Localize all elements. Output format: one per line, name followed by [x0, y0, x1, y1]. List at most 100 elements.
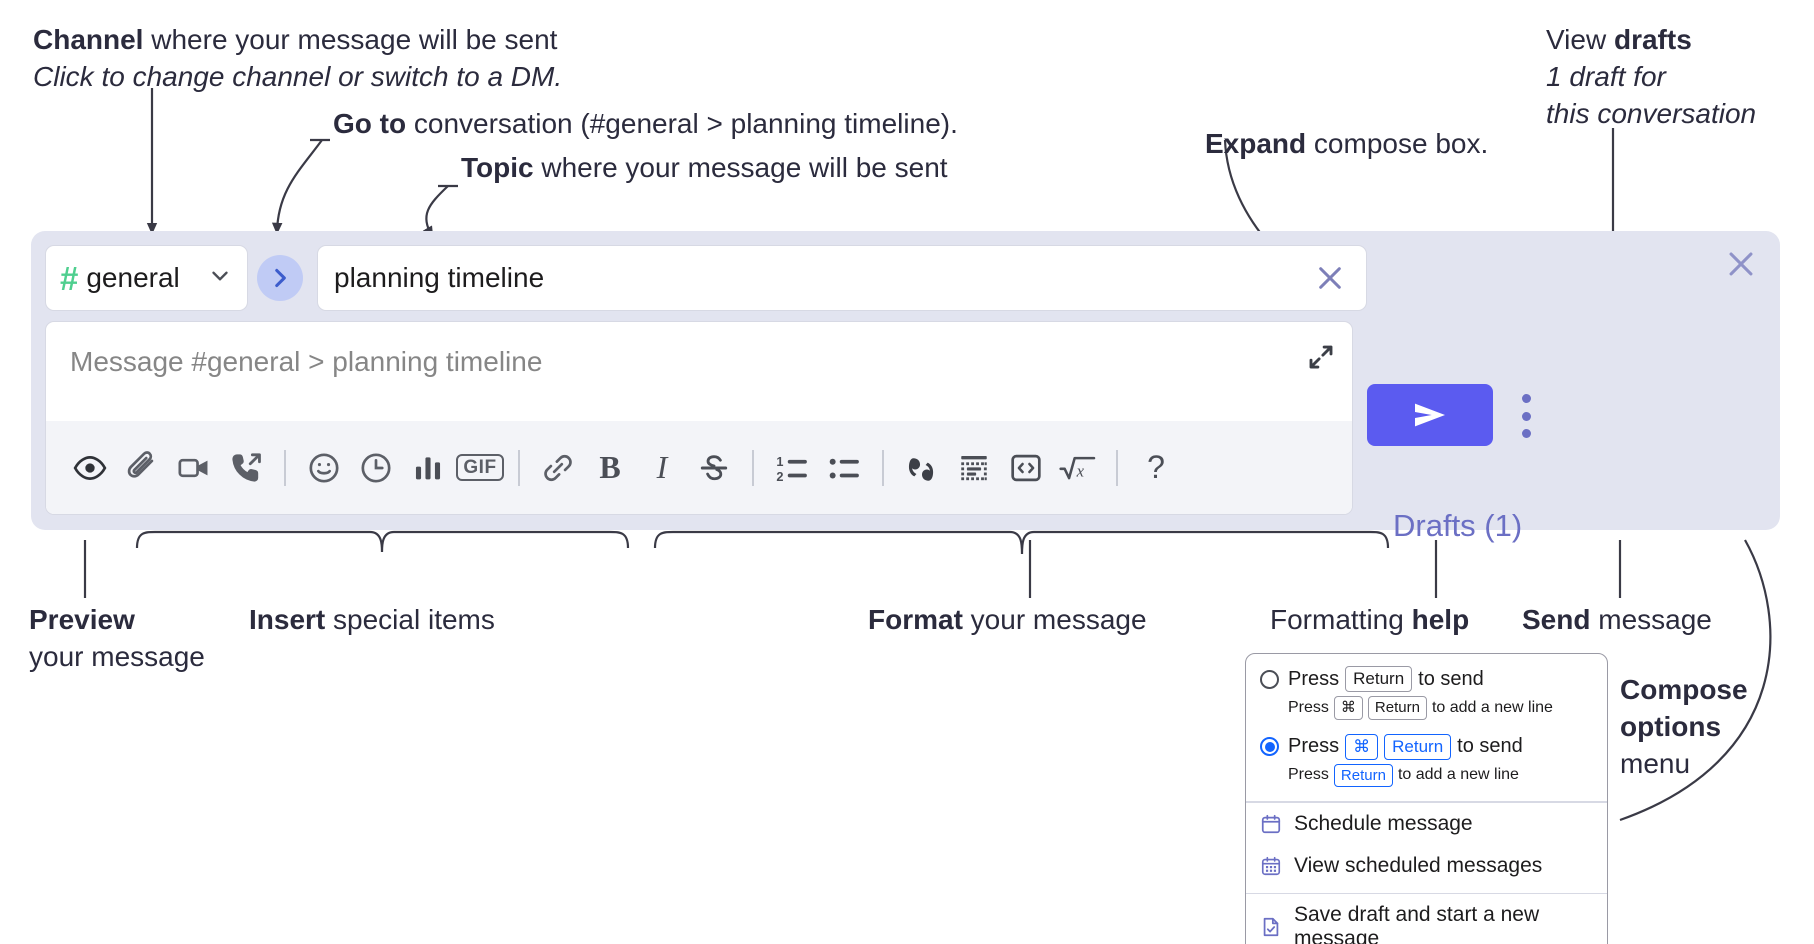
key-return: Return [1367, 696, 1427, 720]
calendar-icon [1260, 813, 1282, 835]
annotation-channel-italic: Click to change channel or switch to a D… [33, 60, 563, 92]
menu-item-schedule-message[interactable]: Schedule message [1246, 803, 1607, 845]
radio-cmd-return[interactable] [1260, 737, 1279, 757]
sub-action-text: to add a new line [1397, 766, 1519, 784]
sub-hint-cmd-return: Press Return to add a new line [1246, 762, 1607, 796]
sub-action-text: to add a new line [1431, 698, 1553, 716]
italic-button[interactable]: I [636, 442, 688, 494]
sub-press-text: Press [1288, 698, 1329, 716]
bold-button[interactable]: B [584, 442, 636, 494]
annotation-preview-bold: Preview [29, 604, 135, 635]
bulleted-list-icon [829, 458, 859, 478]
message-placeholder: Message #general > planning timeline [70, 346, 543, 377]
annotation-compose-rest: menu [1620, 747, 1691, 779]
annotation-format: Format your message [868, 602, 1147, 639]
chevron-right-icon [275, 268, 286, 288]
paperclip-icon [127, 450, 154, 478]
annotation-send-rest: message [1590, 604, 1712, 635]
annotation-format-rest: your message [962, 604, 1147, 635]
send-button[interactable] [1367, 384, 1493, 446]
bulleted-list-button[interactable] [818, 442, 870, 494]
link-button[interactable] [532, 442, 584, 494]
math-button[interactable]: x [1052, 442, 1104, 494]
menu-item-label: View scheduled messages [1294, 853, 1543, 877]
ordered-list-button[interactable]: 1 2 [766, 442, 818, 494]
compose-box: # general planning timeline Message #gen… [31, 231, 1780, 543]
annotation-insert-bold: Insert [249, 604, 326, 635]
reminder-button[interactable] [350, 442, 402, 494]
strikethrough-button[interactable] [688, 442, 740, 494]
eye-icon [73, 455, 107, 480]
annotation-format-bold: Format [868, 604, 963, 635]
key-command: ⌘ [1333, 696, 1363, 720]
topic-clear-button[interactable] [1310, 258, 1350, 298]
code-block-button[interactable] [948, 442, 1000, 494]
annotation-drafts-plain: View [1546, 24, 1614, 55]
gif-button[interactable]: GIF [454, 442, 506, 494]
barchart-icon [415, 456, 441, 479]
annotation-compose-options: Compose options menu [1620, 672, 1748, 783]
annotation-expand-bold: Expand [1205, 128, 1307, 159]
annotation-goto: Go to conversation (#general > planning … [333, 106, 958, 143]
attachment-button[interactable] [116, 442, 168, 494]
preview-button[interactable] [64, 442, 116, 494]
close-icon [1319, 267, 1341, 289]
annotation-goto-bold: Go to [333, 108, 407, 139]
codeblock-icon [961, 455, 987, 480]
press-text: Press [1288, 735, 1340, 758]
message-input-container: Message #general > planning timeline [45, 321, 1353, 515]
radio-return[interactable] [1260, 669, 1279, 689]
close-icon [1729, 252, 1753, 276]
compose-top-row: # general planning timeline [45, 245, 1766, 311]
annotation-send-bold: Send [1522, 604, 1591, 635]
menu-item-view-scheduled[interactable]: View scheduled messages [1246, 845, 1607, 887]
annotation-compose-bold1: Compose [1620, 674, 1748, 705]
video-icon [178, 458, 208, 477]
svg-text:1: 1 [776, 453, 783, 468]
key-return: Return [1333, 763, 1393, 788]
gif-label: GIF [456, 454, 504, 481]
radio-return-label: Press Return to send [1288, 666, 1484, 693]
blockquote-button[interactable] [896, 442, 948, 494]
goto-conversation-button[interactable] [257, 255, 303, 301]
code-snippet-button[interactable] [1000, 442, 1052, 494]
toolbar-separator [752, 449, 754, 486]
drafts-link[interactable]: Drafts (1) [1393, 508, 1523, 543]
message-input[interactable]: Message #general > planning timeline [46, 322, 1352, 422]
compose-options-button[interactable] [1512, 394, 1540, 438]
kebab-dot [1521, 429, 1531, 438]
svg-text:x: x [1076, 461, 1085, 480]
svg-text:2: 2 [776, 468, 783, 483]
expand-compose-button[interactable] [1306, 342, 1336, 372]
sub-hint-return: Press ⌘ Return to add a new line [1246, 694, 1607, 728]
annotation-preview-rest: your message [29, 640, 205, 672]
annotation-preview: Preview your message [29, 602, 205, 676]
toolbar-separator [882, 449, 884, 486]
quote-icon [908, 457, 934, 481]
key-return: Return [1345, 666, 1413, 693]
drafts-close-button[interactable] [1724, 247, 1758, 281]
poll-button[interactable] [402, 442, 454, 494]
channel-selector[interactable]: # general [45, 245, 248, 311]
menu-item-save-draft[interactable]: Save draft and start a new message [1246, 894, 1607, 944]
calendar-grid-icon [1260, 855, 1282, 877]
radio-cmd-return-label: Press ⌘ Return to send [1288, 733, 1523, 760]
annotation-insert-rest: special items [325, 604, 495, 635]
formatting-help-button[interactable]: ? [1130, 442, 1182, 494]
topic-input[interactable]: planning timeline [317, 245, 1367, 311]
video-clip-button[interactable] [168, 442, 220, 494]
send-option-cmd-return[interactable]: Press ⌘ Return to send Press Return to a… [1246, 728, 1607, 796]
menu-item-label: Schedule message [1294, 811, 1473, 835]
annotation-topic-rest: where your message will be sent [533, 152, 948, 183]
emoji-button[interactable] [298, 442, 350, 494]
kebab-dot [1521, 394, 1531, 403]
annotation-topic-bold: Topic [461, 152, 534, 183]
smiley-icon [309, 452, 339, 483]
annotation-drafts: View drafts 1 draft for this conversatio… [1546, 22, 1756, 133]
expand-icon [1309, 345, 1333, 369]
math-icon: x [1059, 456, 1096, 480]
annotation-send: Send message [1522, 602, 1712, 639]
huddle-button[interactable] [220, 442, 272, 494]
send-option-return[interactable]: Press Return to send Press ⌘ Return to a… [1246, 660, 1607, 728]
annotation-help: Formatting help [1270, 602, 1469, 639]
